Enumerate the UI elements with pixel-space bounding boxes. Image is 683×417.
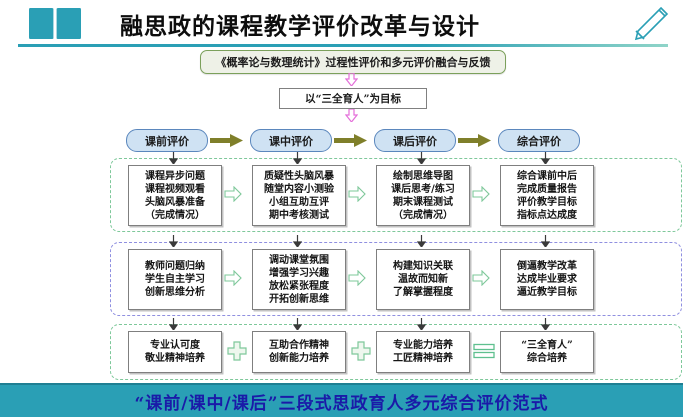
plus-icon <box>351 341 371 361</box>
box-line: 构建知识关联 <box>393 261 453 272</box>
zone-cultivation <box>110 324 682 380</box>
down-arrow-icon <box>293 318 302 330</box>
content-box: 调动课堂氛围 增强学习兴趣 放松紧张程度 开拓创新思维 <box>252 249 346 310</box>
down-arrow-icon <box>169 152 178 164</box>
pencil-icon <box>634 6 669 41</box>
hollow-right-arrow-icon <box>348 270 366 286</box>
box-line: 工匠精神培养 <box>393 353 453 364</box>
box-line: 达成毕业要求 <box>517 274 577 285</box>
box-line: 开拓创新思维 <box>269 293 329 305</box>
down-arrow-icon <box>169 235 178 247</box>
right-arrow-icon <box>334 134 367 147</box>
down-arrow-icon <box>417 235 426 247</box>
footer-text: “课前/课中/课后”三段式思政育人多元综合评价范式 <box>134 393 549 414</box>
hollow-right-arrow-icon <box>348 186 366 202</box>
box-line: 综合课前中后 <box>517 170 577 182</box>
equals-icon <box>473 343 495 359</box>
plus-icon <box>227 341 247 361</box>
box-line: 课程异步问题 <box>145 170 205 182</box>
content-box: 质疑性头脑风暴 随堂内容小测验 小组互助互评 期中考核测试 <box>252 165 346 226</box>
page-title: 融思政的课程教学评价改革与设计 <box>120 14 480 40</box>
hollow-right-arrow-icon <box>224 270 242 286</box>
box-line: 逼近教学目标 <box>517 287 577 298</box>
right-arrow-icon <box>210 134 243 147</box>
down-arrow-icon <box>541 152 550 164</box>
down-arrow-icon <box>293 235 302 247</box>
footer-divider <box>0 383 683 385</box>
stage-pill-comprehensive[interactable]: 综合评价 <box>498 129 580 152</box>
box-line: 学生自主学习 <box>145 274 205 285</box>
right-arrow-icon <box>458 134 491 147</box>
goal-box: 以“三全育人”为目标 <box>279 88 427 109</box>
content-box: 专业认可度 敬业精神培养 <box>128 331 222 373</box>
box-line: 了解掌握程度 <box>393 287 453 298</box>
footer-banner: “课前/课中/课后”三段式思政育人多元综合评价范式 <box>0 385 683 417</box>
box-line: “三全育人” <box>521 340 573 351</box>
box-line: 小组互助互评 <box>269 196 329 208</box>
content-box: 构建知识关联 温故而知新 了解掌握程度 <box>376 249 470 310</box>
stage-pill-pre-class[interactable]: 课前评价 <box>126 129 208 152</box>
down-arrow-icon <box>417 152 426 164</box>
box-line: 完成质量报告 <box>517 183 577 195</box>
hollow-right-arrow-icon <box>224 186 242 202</box>
content-box: 互助合作精神 创新能力培养 <box>252 331 346 373</box>
down-arrow-icon <box>541 235 550 247</box>
hollow-right-arrow-icon <box>472 186 490 202</box>
box-line: 教师问题归纳 <box>145 261 205 272</box>
content-box: 课程异步问题 课程视频观看 头脑风暴准备 （完成情况） <box>128 165 222 226</box>
box-line: 专业能力培养 <box>393 340 453 351</box>
content-box: 专业能力培养 工匠精神培养 <box>376 331 470 373</box>
box-line: 质疑性头脑风暴 <box>264 170 334 182</box>
box-line: （完成情况） <box>393 209 453 221</box>
down-arrow-icon <box>169 318 178 330</box>
header-divider <box>18 44 668 47</box>
box-line: （完成情况） <box>145 209 205 221</box>
down-arrow-icon <box>345 73 358 86</box>
box-line: 互助合作精神 <box>269 340 329 351</box>
hollow-right-arrow-icon <box>472 270 490 286</box>
down-arrow-icon <box>417 318 426 330</box>
down-arrow-icon <box>345 109 358 122</box>
box-line: 放松紧张程度 <box>269 280 329 292</box>
box-line: 指标点达成度 <box>517 209 577 221</box>
box-line: 课后思考/练习 <box>391 183 455 195</box>
box-line: 创新思维分析 <box>145 287 205 298</box>
content-box: 综合课前中后 完成质量报告 评价教学目标 指标点达成度 <box>500 165 594 226</box>
stage-pill-post-class[interactable]: 课后评价 <box>374 129 456 152</box>
content-box: 倒逼教学改革 达成毕业要求 逼近教学目标 <box>500 249 594 310</box>
zone-evaluation-effect <box>110 242 682 316</box>
content-box: 教师问题归纳 学生自主学习 创新思维分析 <box>128 249 222 310</box>
content-box: 绘制思维导图 课后思考/练习 期末课程测试 （完成情况） <box>376 165 470 226</box>
box-line: 绘制思维导图 <box>393 170 453 182</box>
box-line: 温故而知新 <box>398 274 448 285</box>
subject-title-box: 《概率论与数理统计》过程性评价和多元评价融合与反馈 <box>200 50 506 74</box>
page-header: 融思政的课程教学评价改革与设计 <box>0 0 683 47</box>
box-line: 期末课程测试 <box>393 196 453 208</box>
box-line: 综合培养 <box>527 353 567 364</box>
stage-pill-in-class[interactable]: 课中评价 <box>250 129 332 152</box>
box-line: 敬业精神培养 <box>145 353 205 364</box>
box-line: 随堂内容小测验 <box>264 183 334 195</box>
box-line: 期中考核测试 <box>269 209 329 221</box>
box-line: 专业认可度 <box>150 340 200 351</box>
box-line: 创新能力培养 <box>269 353 329 364</box>
box-line: 增强学习兴趣 <box>269 267 329 279</box>
down-arrow-icon <box>541 318 550 330</box>
open-book-icon <box>29 8 81 39</box>
down-arrow-icon <box>293 152 302 164</box>
box-line: 评价教学目标 <box>517 196 577 208</box>
zone-evaluation-content <box>110 158 682 232</box>
box-line: 头脑风暴准备 <box>145 196 205 208</box>
content-box: “三全育人” 综合培养 <box>500 331 594 373</box>
box-line: 调动课堂氛围 <box>269 254 329 266</box>
box-line: 倒逼教学改革 <box>517 261 577 272</box>
box-line: 课程视频观看 <box>145 183 205 195</box>
